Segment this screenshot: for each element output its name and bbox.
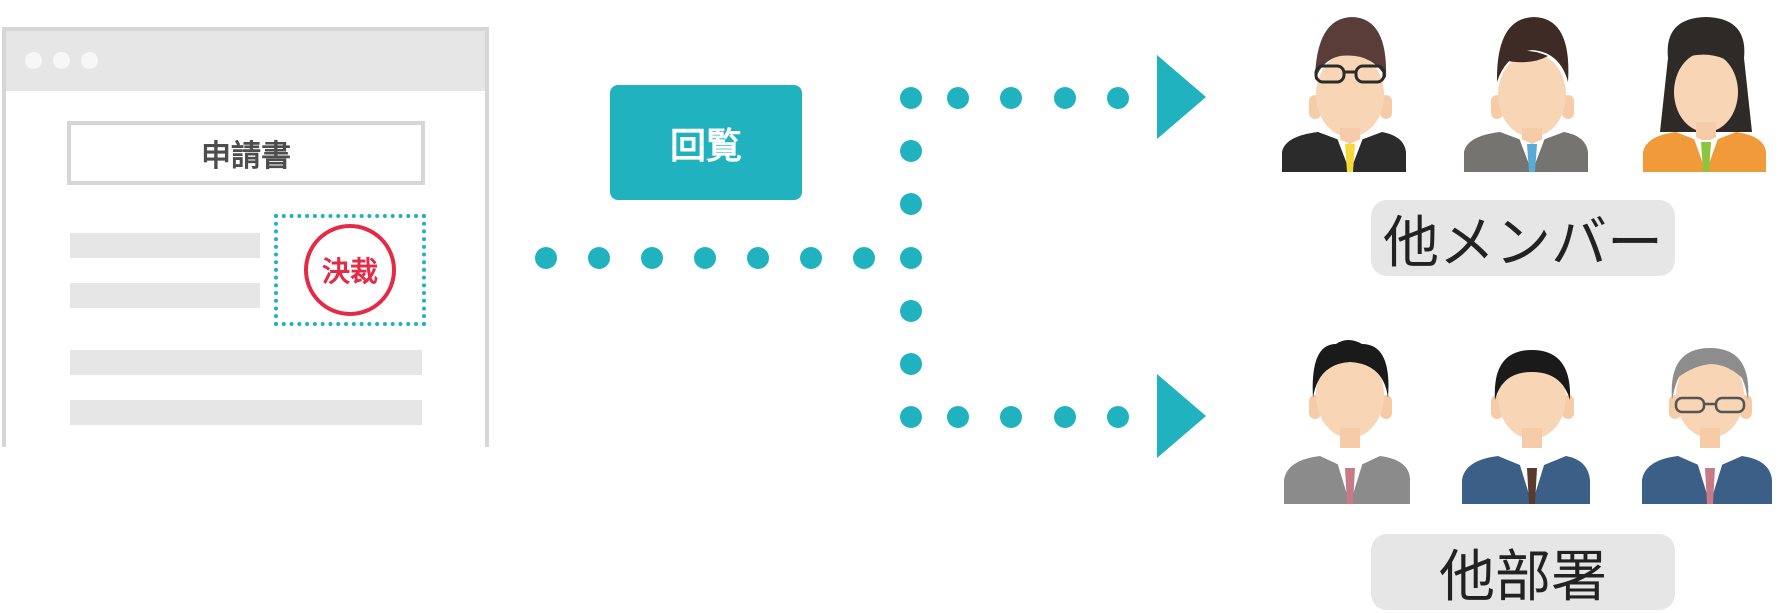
group-label-other-departments: 他部署	[1371, 534, 1675, 610]
person-gray-suit-icon	[1464, 17, 1588, 172]
group-label-other-members: 他メンバー	[1371, 200, 1675, 276]
text-line-placeholder	[70, 350, 422, 375]
document-title: 申請書	[67, 121, 425, 185]
arrow-bottom-icon	[1157, 374, 1206, 458]
text-line-placeholder	[70, 400, 422, 425]
window-dot-icon	[81, 52, 98, 69]
arrow-top-icon	[1157, 55, 1206, 139]
stamp-area	[274, 214, 426, 326]
person-senior-icon	[1642, 348, 1772, 504]
text-line-placeholder	[70, 283, 260, 308]
window-dot-icon	[25, 52, 42, 69]
approval-stamp: 決裁	[304, 224, 396, 316]
person-woman-icon	[1643, 17, 1766, 172]
person-black-hair-icon	[1284, 340, 1410, 504]
person-glasses-icon	[1282, 17, 1406, 172]
person-navy-suit-icon	[1462, 350, 1590, 504]
text-line-placeholder	[70, 233, 260, 258]
circulate-label: 回覧	[610, 85, 802, 200]
window-dot-icon	[53, 52, 70, 69]
